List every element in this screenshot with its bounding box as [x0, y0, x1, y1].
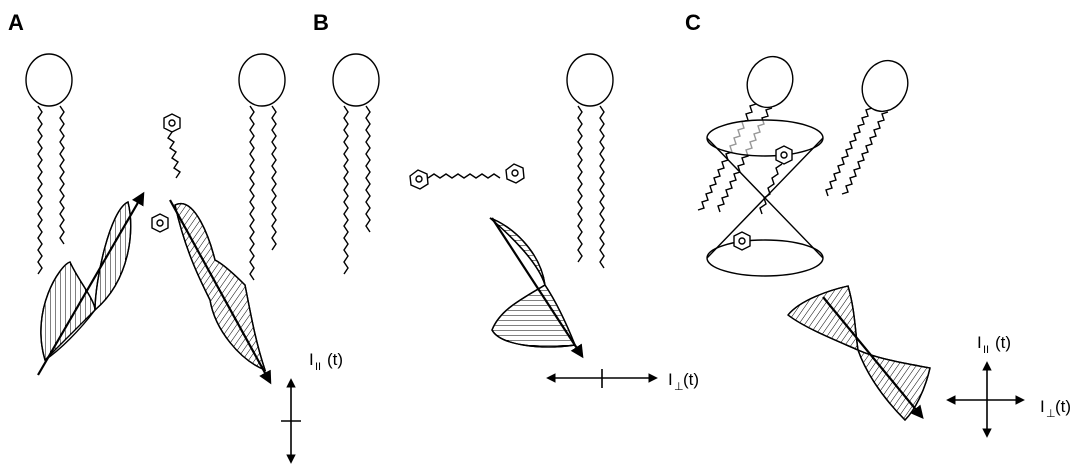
lipid-a1 — [25, 53, 73, 275]
label-perpendicular-c: I ⊥ (t) — [1040, 397, 1071, 420]
label-perpendicular-b: I ⊥ (t) — [668, 370, 699, 393]
panel-b — [332, 53, 658, 388]
ipar-suffix-c: (t) — [995, 333, 1011, 352]
ipar-sub-a: II — [315, 361, 321, 373]
lipid-c2 — [825, 59, 909, 197]
iperp-sub-c: ⊥ — [1046, 408, 1056, 420]
panel-a — [25, 53, 301, 464]
lipid-b2 — [566, 53, 614, 269]
excitation-wave-a — [37, 191, 145, 376]
lipid-b1 — [332, 53, 380, 275]
iperp-sub-b: ⊥ — [674, 381, 684, 393]
dph-probe-b — [409, 163, 525, 190]
panel-label-b: B — [313, 10, 329, 35]
panel-label-c: C — [685, 10, 701, 35]
dph-probe-a — [151, 113, 181, 233]
label-parallel-a: I II (t) — [309, 350, 343, 373]
dph-probe-c — [733, 145, 793, 251]
ipar-suffix-a: (t) — [327, 350, 343, 369]
panel-label-a: A — [8, 10, 24, 35]
iperp-base-b: I — [668, 370, 673, 389]
iperp-suffix-b: (t) — [683, 370, 699, 389]
ipar-sub-c: II — [983, 344, 989, 356]
panel-c — [697, 55, 1025, 438]
polarizer-cross-c — [946, 361, 1025, 438]
ipar-base-c: I — [977, 333, 982, 352]
polarizer-parallel-a — [281, 378, 301, 464]
ipar-base-a: I — [309, 350, 314, 369]
label-parallel-c: I II (t) — [977, 333, 1011, 356]
lipid-a2 — [238, 53, 286, 281]
iperp-base-c: I — [1040, 397, 1045, 416]
iperp-suffix-c: (t) — [1055, 397, 1071, 416]
emission-wave-c — [787, 285, 931, 421]
emission-wave-b — [489, 217, 584, 359]
emission-wave-a — [169, 199, 272, 385]
polarizer-perpendicular-b — [546, 369, 658, 388]
